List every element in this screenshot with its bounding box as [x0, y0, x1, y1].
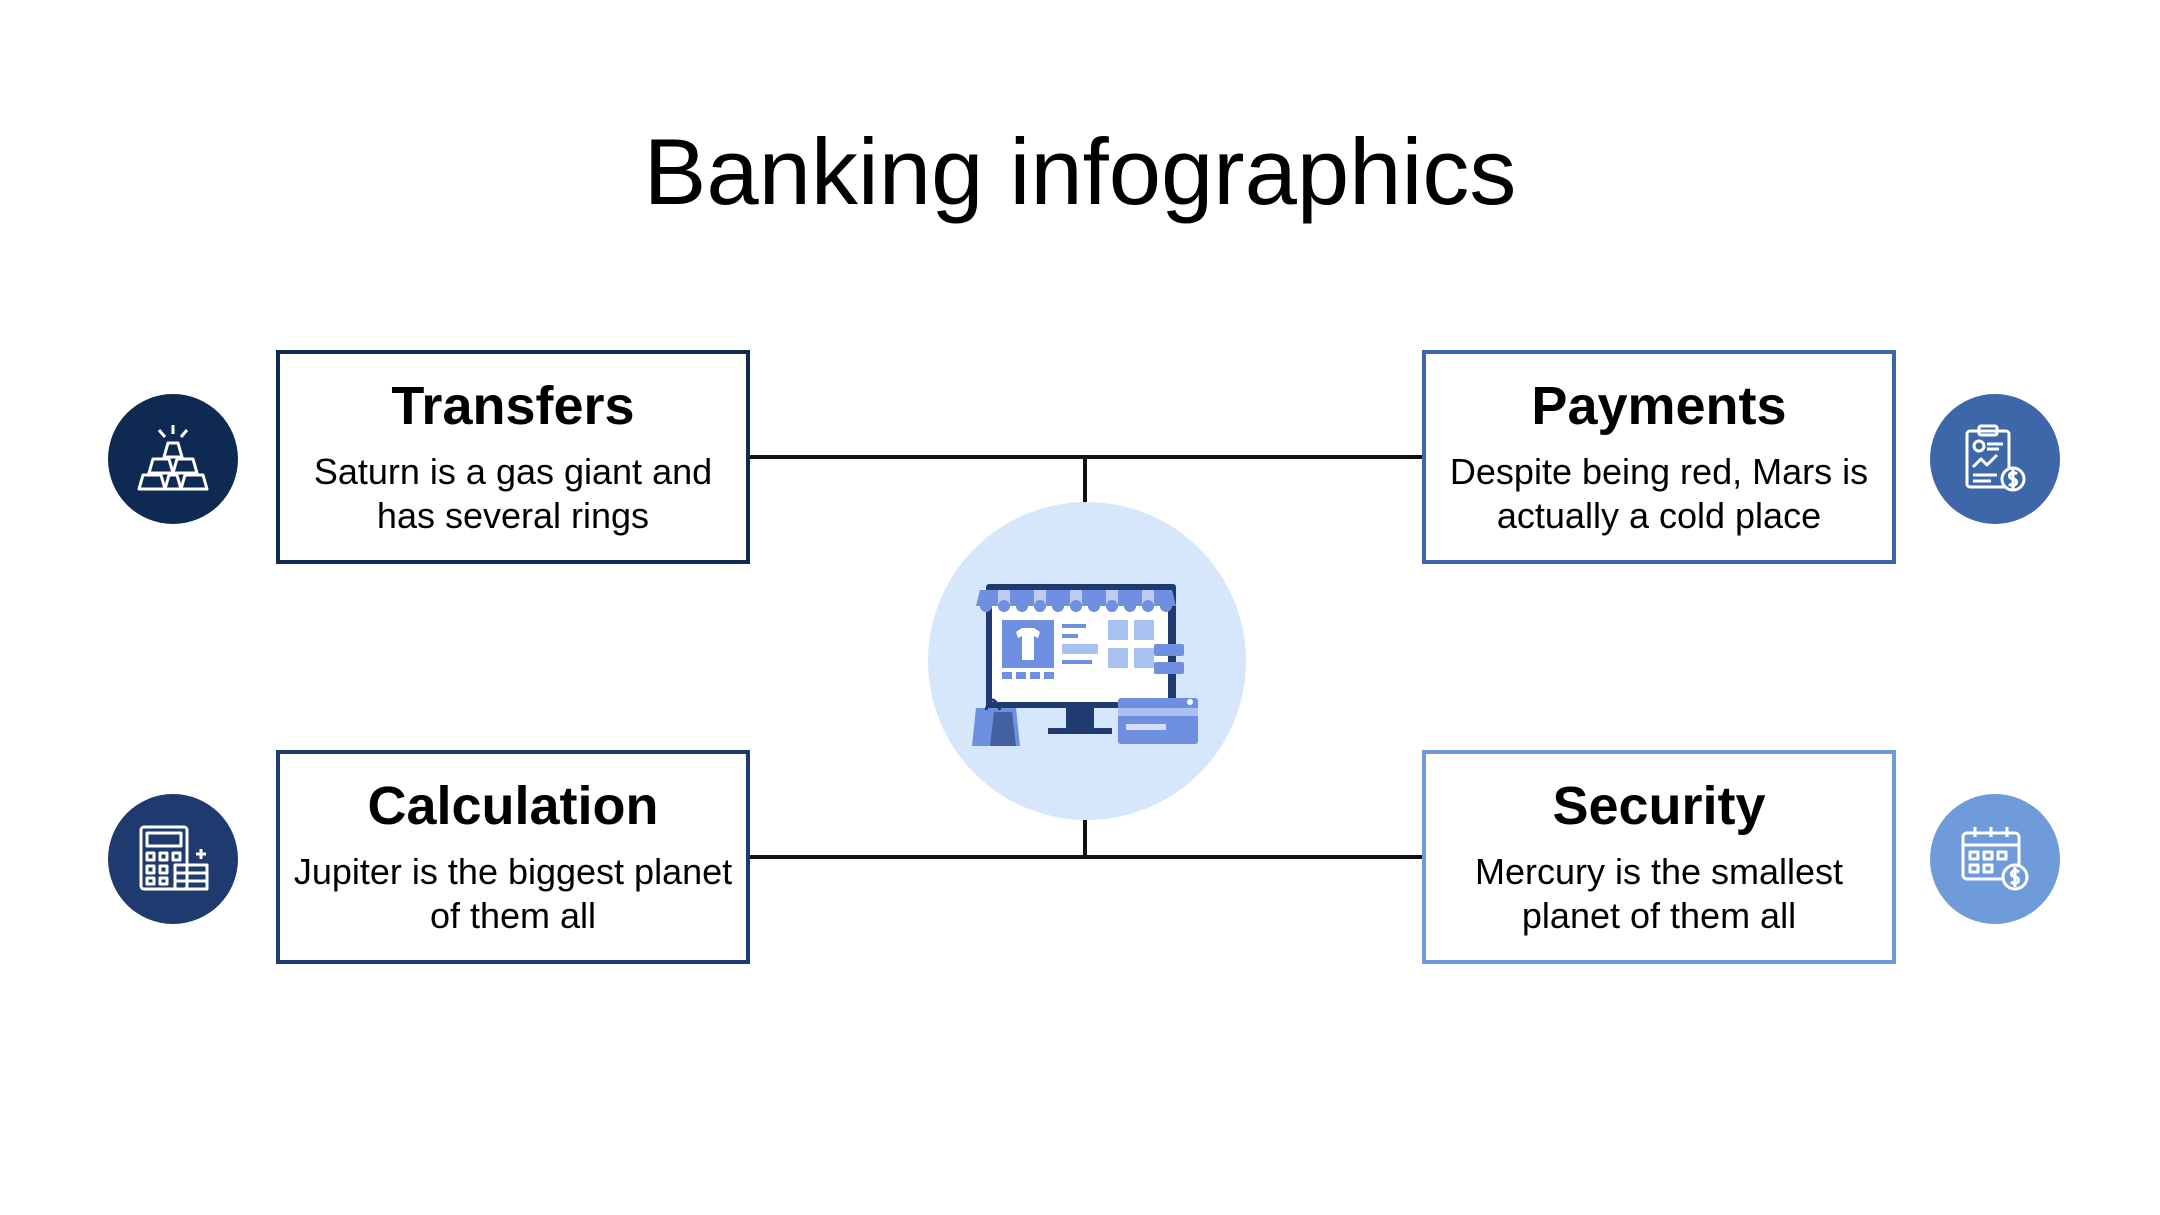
- calculation-description: Jupiter is the biggest planet of them al…: [293, 851, 733, 936]
- payments-badge: [1930, 394, 2060, 524]
- payments-description: Despite being red, Mars is actually a co…: [1449, 451, 1869, 536]
- payments-card: Payments Despite being red, Mars is actu…: [1422, 350, 1896, 564]
- security-badge: [1930, 794, 2060, 924]
- transfers-card: Transfers Saturn is a gas giant and has …: [276, 350, 750, 564]
- calculator-icon: [139, 825, 209, 891]
- center-illustration: [928, 502, 1246, 820]
- gold-bars-icon: [137, 425, 209, 491]
- page-title: Banking infographics: [643, 119, 1517, 224]
- document-dollar-icon: [1965, 424, 2026, 492]
- transfers-description: Saturn is a gas giant and has several ri…: [313, 451, 713, 536]
- security-description: Mercury is the smallest planet of them a…: [1474, 851, 1844, 936]
- transfers-badge: [108, 394, 238, 524]
- calendar-dollar-icon: [1961, 827, 2029, 891]
- security-card: Security Mercury is the smallest planet …: [1422, 750, 1896, 964]
- security-title: Security: [1552, 776, 1766, 836]
- transfers-title: Transfers: [391, 376, 635, 436]
- online-store-icon: [972, 584, 1198, 746]
- calculation-card: Calculation Jupiter is the biggest plane…: [276, 750, 750, 964]
- payments-title: Payments: [1531, 376, 1787, 436]
- calculation-badge: [108, 794, 238, 924]
- calculation-title: Calculation: [367, 776, 659, 836]
